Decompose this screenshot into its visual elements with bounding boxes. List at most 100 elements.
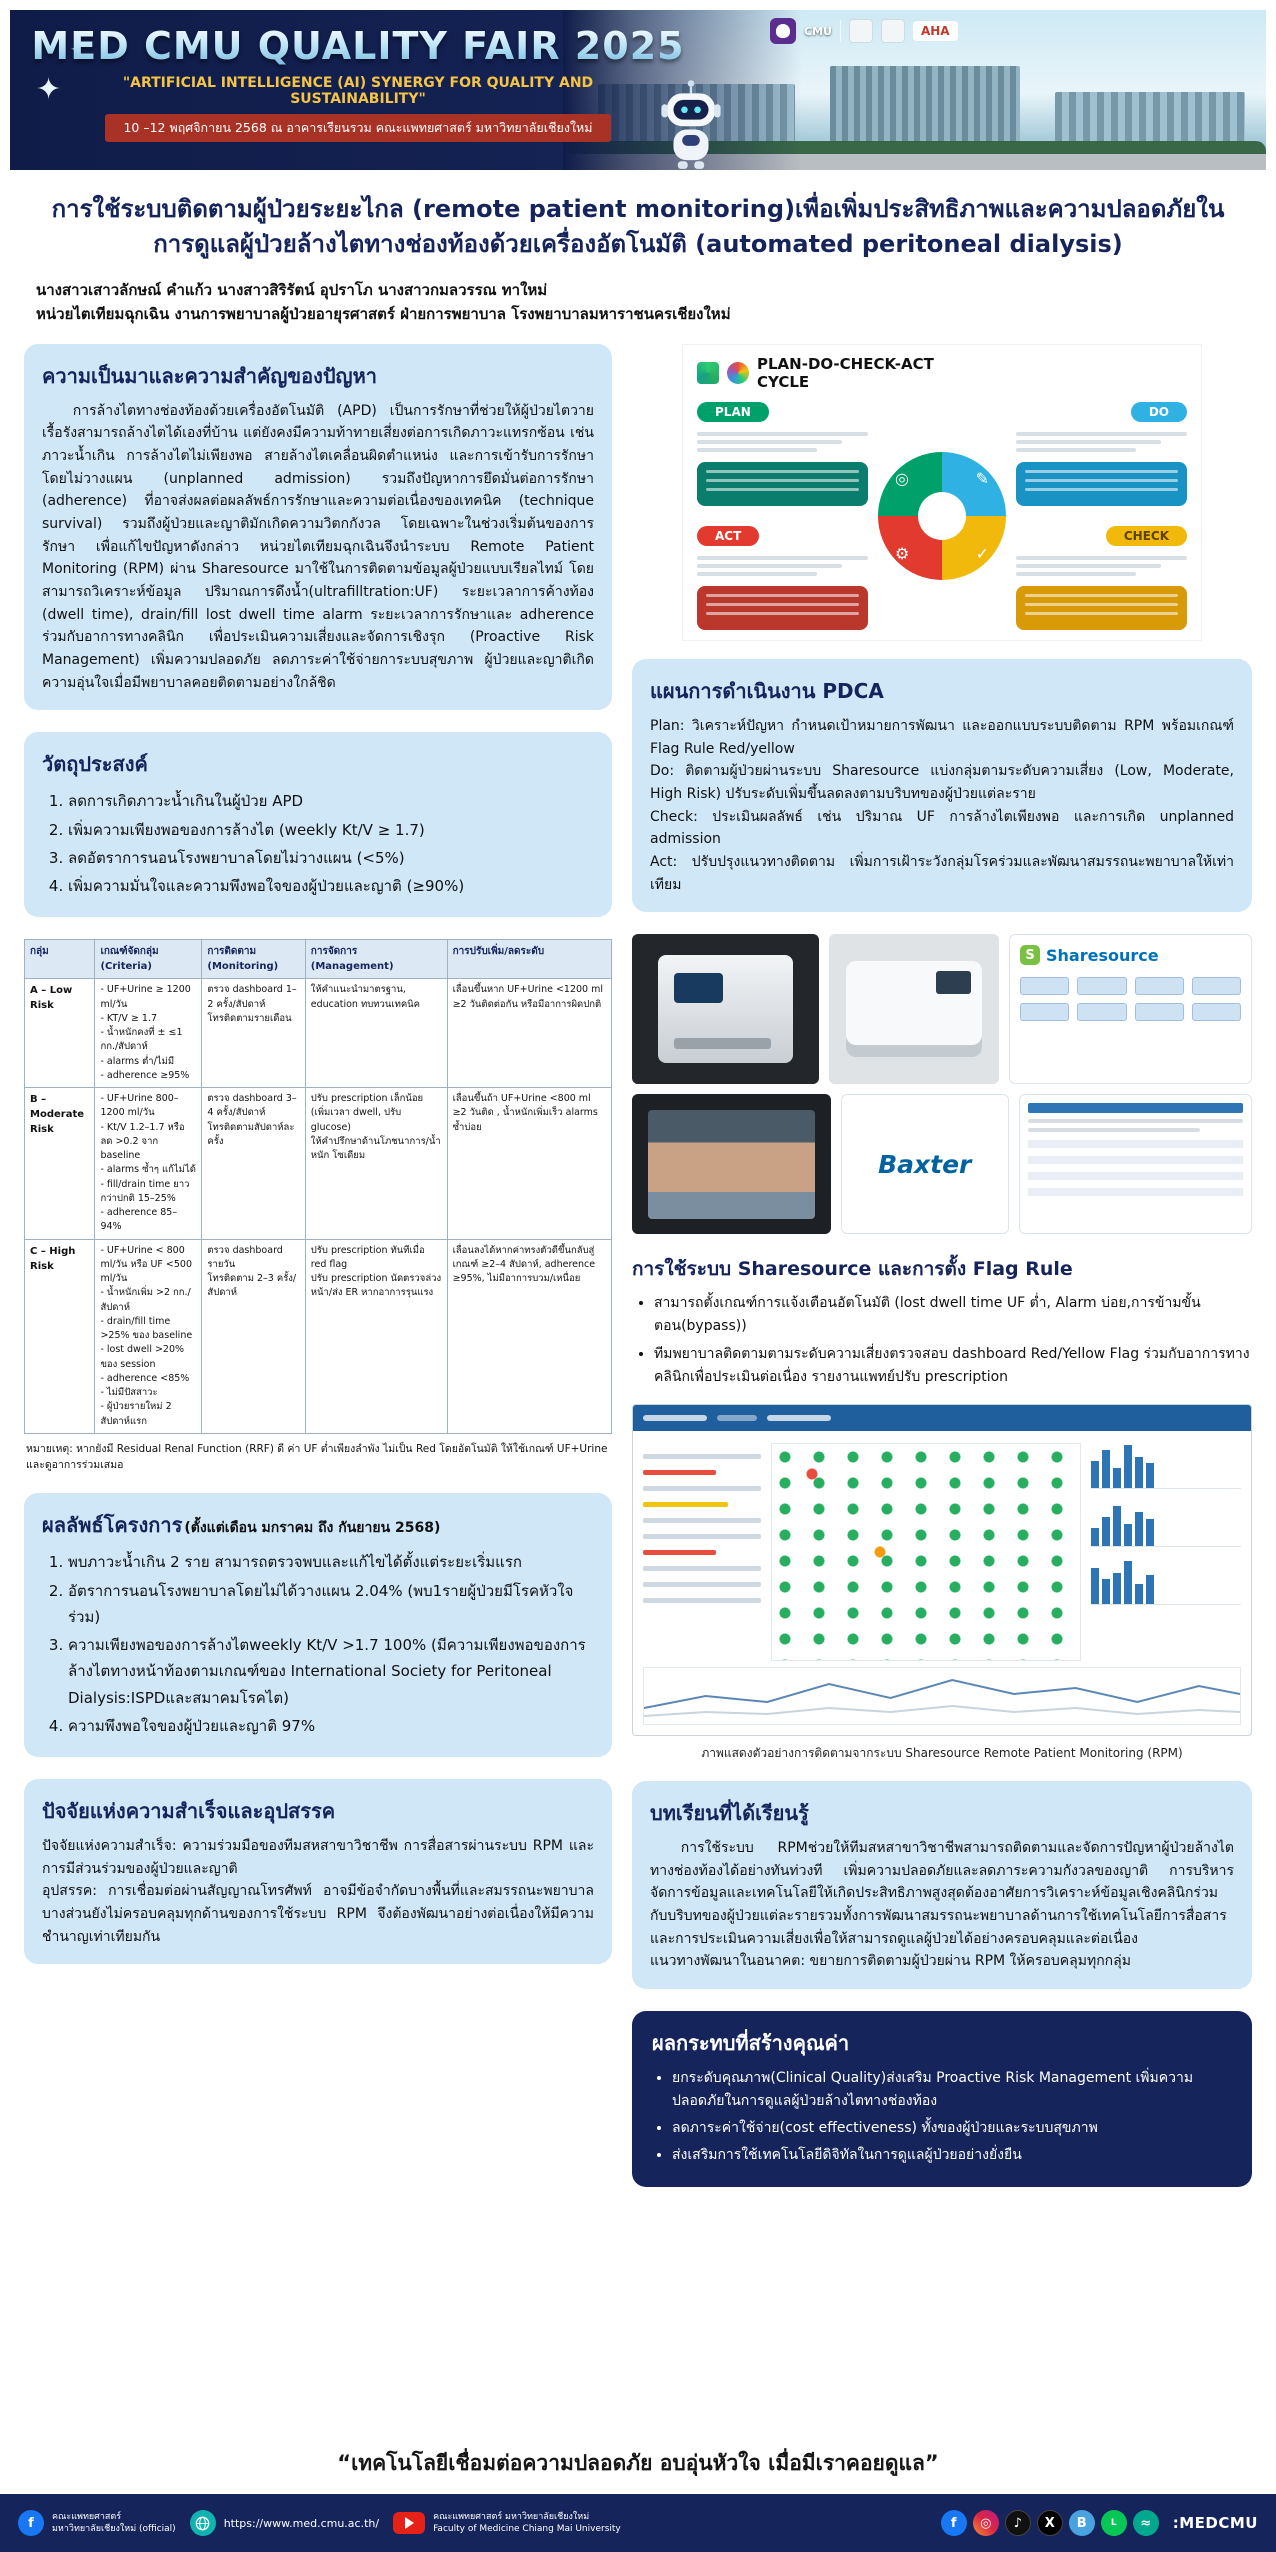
poster-affiliation: หน่วยไตเทียมฉุกเฉิน งานการพยาบาลผู้ป่วยอ… [36,304,731,323]
result-item: ความพึงพอใจของผู้ป่วยและญาติ 97% [68,1713,594,1739]
lessons-section: บทเรียนที่ได้เรียนรู้ การใช้ระบบ RPMช่วย… [632,1781,1252,1990]
sharesource-logo-label: Sharesource [1046,945,1159,965]
sharesource-dashboard-screenshot [632,1404,1252,1737]
mini-bar-chart [1091,1501,1241,1548]
impact-heading: ผลกระทบที่สร้างคุณค่า [652,2031,850,2056]
lessons-future: แนวทางพัฒนาในอนาคต: ขยายการติดตามผู้ป่วย… [650,1953,1131,1970]
pdca-plan-quadrant: PLAN ACT [697,402,868,631]
pdca-heading: แผนการดำเนินงาน PDCA [650,679,884,704]
do-panel [1016,462,1187,507]
table-row: A – Low Risk - UF+Urine ≥ 1200 ml/วัน - … [23,978,613,1089]
gear-icon: ⚙ [895,544,910,564]
objective-item: ลดการเกิดภาวะน้ำเกินในผู้ป่วย APD [68,788,594,814]
dashboard-status-grid [771,1443,1081,1662]
objective-item: เพิ่มความมั่นใจและความพึงพอใจของผู้ป่วยแ… [68,873,594,899]
youtube-icon[interactable] [393,2512,426,2534]
line-icon[interactable]: L [1100,2510,1127,2536]
mini-bar-chart [1091,1443,1241,1490]
aha-logo-label: AHA [912,21,958,41]
pdca-cycle-figure: PLAN-DO-CHECK-ACT CYCLE PLAN ACT ◎ [682,343,1202,642]
footer-bar: f คณะแพทยศาสตร์ มหาวิทยาลัยเชียงใหม่ (of… [0,2494,1276,2552]
monitor-screen [647,1109,815,1220]
facebook-label: คณะแพทยศาสตร์ มหาวิทยาลัยเชียงใหม่ (offi… [52,2511,176,2534]
logo-divider [839,20,841,42]
baxter-logo-card: Baxter [840,1094,1009,1235]
results-heading-text: ผลลัพธ์โครงการ [42,1513,183,1538]
risk-group-cell: A – Low Risk [23,978,96,1089]
success-heading: ปัจจัยแห่งความสำเร็จและอุปสรรค [42,1799,336,1824]
website-link[interactable]: https://www.med.cmu.ac.th/ [189,2510,380,2536]
dashboard-caption: ภาพแสดงตัวอย่างการติดตามจากระบบ Sharesou… [701,1746,1183,1761]
table-row: B – Moderate Risk - UF+Urine 800–1200 ml… [23,1087,613,1240]
network-diagram [1020,977,1241,1022]
mini-bar-chart [1091,1559,1241,1606]
pdca-do-text: Do: ติดตามผู้ป่วยผ่านระบบ Sharesource แบ… [650,763,1234,803]
x-twitter-icon[interactable]: X [1036,2510,1063,2536]
event-title: MED CMU QUALITY FAIR 2025 [31,24,685,68]
results-list: พบภาวะน้ำเกิน 2 ราย สามารถตรวจพบและแก้ไข… [68,1549,594,1739]
globe-icon[interactable] [189,2510,216,2536]
telehealth-monitor-photo [632,1094,831,1235]
results-heading: ผลลัพธ์โครงการ(ตั้งแต่เดือน มกราคม ถึง ก… [42,1509,594,1541]
success-factors-text: ปัจจัยแห่งความสำเร็จ: ความร่วมมือของทีมส… [42,1838,594,1877]
podcast-icon[interactable]: ≈ [1132,2510,1159,2536]
sharesource-logo: S Sharesource [1020,945,1241,966]
youtube-link[interactable]: คณะแพทยศาสตร์ มหาวิทยาลัยเชียงใหม่ Facul… [393,2511,621,2535]
pdca-act-text: Act: ปรับปรุงแนวทางติดตาม เพิ่มการเฝ้าระ… [650,854,1234,893]
facebook-icon[interactable]: f [940,2510,967,2536]
equipment-photo-collage: S Sharesource Baxter [632,934,1252,1235]
background-section: ความเป็นมาและความสำคัญของปัญหา การล้างไต… [24,343,612,711]
machine-screen [674,972,723,1003]
pdca-wheel-graphic: ◎ ✎ ⚙ ✓ [878,452,1006,581]
pdca-quadrants: PLAN ACT ◎ ✎ ⚙ ✓ DO [697,402,1187,631]
management-cell: ปรับ prescription เล็กน้อย (เพิ่มเวลา dw… [304,1087,448,1240]
table-row: C – High Risk - UF+Urine < 800 ml/วัน หร… [23,1238,613,1434]
do-label: DO [1130,402,1187,423]
left-column: ความเป็นมาและความสำคัญของปัญหา การล้างไต… [23,343,613,1987]
obstacles-text: อุปสรรค: การเชื่อมต่อผ่านสัญญาณโทรศัพท์ … [42,1883,594,1945]
partner-logo-icon [848,19,873,43]
sharesource-diagram: S Sharesource [1009,934,1252,1085]
column-header: การติดตาม (Monitoring) [201,939,306,980]
table-header-row: กลุ่ม เกณฑ์จัดกลุ่ม (Criteria) การติดตาม… [23,939,613,980]
robot-mascot [658,78,724,170]
text-skeleton [1016,428,1187,456]
table-note: หมายเหตุ: หากยังมี Residual Renal Functi… [26,1442,608,1471]
baxter-logo-label: Baxter [878,1149,972,1179]
facebook-link[interactable]: f คณะแพทยศาสตร์ มหาวิทยาลัยเชียงใหม่ (of… [18,2510,176,2536]
blockdit-icon[interactable]: B [1068,2510,1095,2536]
flag-rule-item: สามารถตั้งเกณฑ์การแจ้งเตือนอัตโนมัติ (lo… [654,1292,1252,1337]
management-cell: ปรับ prescription ทันทีเมื่อ red flag ปร… [304,1238,448,1434]
background-body: การล้างไตทางช่องท้องด้วยเครื่องอัตโนมัติ… [42,402,594,691]
monitoring-cell: ตรวจ dashboard 3–4 ครั้ง/สัปดาห์ โทรติดต… [201,1087,306,1240]
figure-logo-icon [727,362,749,385]
website-url[interactable]: https://www.med.cmu.ac.th/ [223,2516,380,2530]
lessons-heading: บทเรียนที่ได้เรียนรู้ [650,1801,809,1826]
objectives-heading: วัตถุประสงค์ [42,752,148,777]
monitoring-cell: ตรวจ dashboard 1–2 ครั้ง/สัปดาห์ โทรติดต… [201,978,306,1089]
facebook-icon[interactable]: f [18,2510,44,2536]
dashboard-toolbar [633,1405,1251,1432]
tiktok-icon[interactable]: ♪ [1004,2510,1031,2536]
instagram-icon[interactable]: ◎ [972,2510,999,2536]
clipboard-icon: ✎ [975,469,989,489]
lessons-body: การใช้ระบบ RPMช่วยให้ทีมสหสาขาวิชาชีพสาม… [650,1840,1234,1947]
right-column: PLAN-DO-CHECK-ACT CYCLE PLAN ACT ◎ [632,343,1252,2196]
risk-level-table: กลุ่ม เกณฑ์จัดกลุ่ม (Criteria) การติดตาม… [23,939,613,1434]
dashboard-trend-line [643,1667,1241,1726]
management-cell: ให้คำแนะนำมาตรฐาน, education ทบทวนเทคนิค [304,978,448,1089]
check-label: CHECK [1105,526,1187,547]
homechoice-device-photo [829,934,999,1085]
impact-item: ส่งเสริมการใช้เทคโนโลยีดิจิทัลในการดูแลผ… [672,2144,1232,2167]
flag-rule-section: การใช้ระบบ Sharesource และการตั้ง Flag R… [632,1254,1252,1388]
report-table-grid [1027,1140,1243,1197]
impact-item: ลดภาระค่าใช้จ่าย(cost effectiveness) ทั้… [672,2117,1232,2140]
dashboard-body [633,1431,1251,1667]
column-header: การปรับเพิ่ม/ลดระดับ [446,939,613,980]
pdca-figure-header: PLAN-DO-CHECK-ACT CYCLE [697,355,1187,393]
event-title-block: MED CMU QUALITY FAIR 2025 "ARTIFICIAL IN… [31,24,684,142]
pdca-plan-text: Plan: วิเคราะห์ปัญหา กำหนดเป้าหมายการพัฒ… [650,718,1234,757]
pdca-figure-title: PLAN-DO-CHECK-ACT CYCLE [757,355,934,393]
medcmu-brand: :MEDCMU [1172,2514,1258,2532]
background-heading: ความเป็นมาและความสำคัญของปัญหา [42,363,378,388]
